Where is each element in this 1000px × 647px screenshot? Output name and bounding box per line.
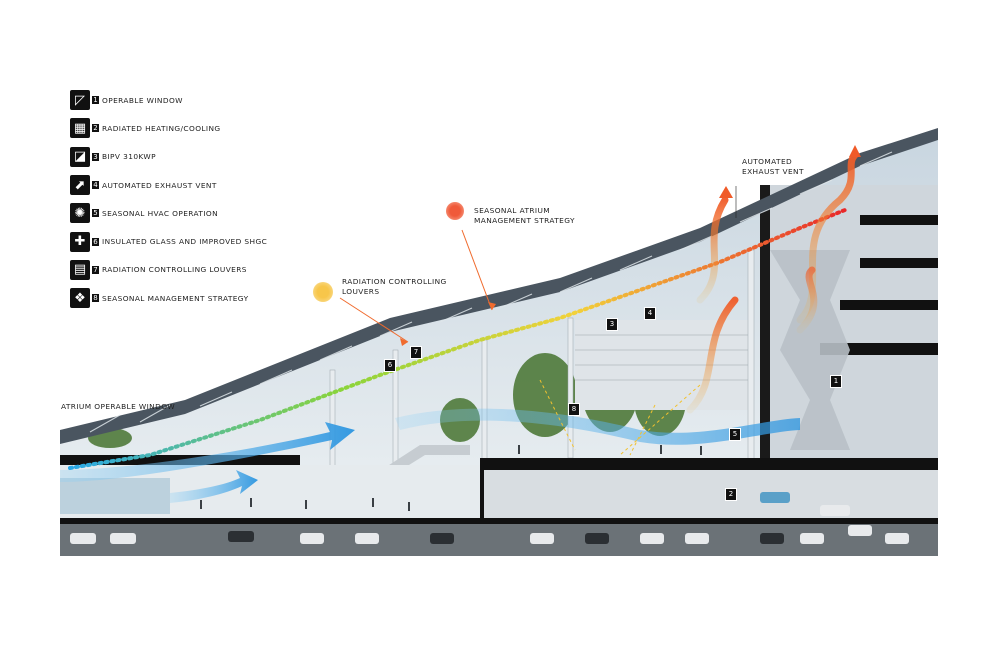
lobby-glazing — [60, 478, 170, 514]
legend-number: 7 — [92, 265, 99, 274]
legend-label: BIPV 310KWP — [102, 152, 156, 162]
louvers-marker-dot — [313, 282, 333, 302]
sun-ray-lines — [539, 379, 701, 456]
legend-number: 3 — [92, 152, 99, 161]
legend-number: 5 — [92, 209, 99, 218]
solar-panel-icon: ◪ — [70, 146, 90, 167]
warm-air-arrowheads — [719, 145, 861, 198]
louvers-label-line2: LOUVERS — [342, 287, 380, 296]
parking-level — [60, 524, 938, 556]
legend-label: AUTOMATED EXHAUST VENT — [102, 180, 217, 190]
legend-label: RADIATION CONTROLLING LOUVERS — [102, 265, 247, 275]
leader-lines — [339, 229, 493, 343]
callout-3: 3 — [606, 318, 618, 331]
callout-2: 2 — [725, 488, 737, 501]
airflow-dotted-line — [68, 208, 847, 470]
insulated-glass-icon: ✚ — [70, 231, 90, 252]
radiated-panel-icon: ▦ — [70, 118, 90, 139]
legend-label: SEASONAL MANAGEMENT STRATEGY — [102, 293, 249, 303]
strategy-marker-dot — [446, 202, 464, 220]
sloped-roof — [60, 128, 938, 444]
exhaust-label-line1: AUTOMATED — [742, 157, 793, 166]
legend-number: 1 — [92, 96, 99, 105]
seasonal-strategy-icon: ❖ — [70, 288, 90, 309]
callout-7: 7 — [410, 346, 422, 359]
legend-number: 6 — [92, 237, 99, 246]
callout-1: 1 — [830, 375, 842, 388]
callout-8: 8 — [568, 403, 580, 416]
louvers-label-line1: RADIATION CONTROLLING — [342, 277, 447, 286]
callout-4: 4 — [644, 307, 656, 320]
leader-arrow-strategy — [488, 302, 496, 310]
legend-number: 2 — [92, 124, 99, 133]
louver-grid-icon: ▤ — [70, 259, 90, 280]
exhaust-label-line2: EXHAUST VENT — [742, 167, 804, 176]
legend-label: INSULATED GLASS AND IMPROVED SHGC — [102, 237, 268, 247]
leader-arrow-louvers — [400, 338, 408, 346]
exhaust-label: AUTOMATED EXHAUST VENT — [742, 157, 804, 177]
callout-6: 6 — [384, 359, 396, 372]
people-figures — [200, 445, 702, 511]
atrium-window-label: ATRIUM OPERABLE WINDOW — [61, 402, 176, 411]
warm-air-plumes — [686, 151, 859, 414]
legend-label: SEASONAL HVAC OPERATION — [102, 208, 219, 218]
legend-number: 4 — [92, 181, 99, 190]
callout-5: 5 — [729, 428, 741, 441]
lower-rooms — [484, 470, 938, 518]
strategy-label-line1: SEASONAL ATRIUM — [474, 206, 551, 215]
parked-cars — [70, 492, 909, 544]
strategy-label-line2: MANAGEMENT STRATEGY — [474, 216, 575, 225]
legend-number: 8 — [92, 294, 99, 303]
stair-core — [770, 250, 850, 450]
operable-window-icon: ◸ — [70, 90, 90, 111]
legend-label: RADIATED HEATING/COOLING — [102, 123, 221, 133]
exhaust-vent-icon: ⬈ — [70, 175, 90, 196]
cool-airflow — [60, 408, 800, 503]
legend-label: OPERABLE WINDOW — [102, 95, 183, 105]
strategy-label: SEASONAL ATRIUM MANAGEMENT STRATEGY — [474, 206, 575, 226]
louvers-label: RADIATION CONTROLLING LOUVERS — [342, 277, 447, 297]
hvac-icon: ✺ — [70, 203, 90, 224]
